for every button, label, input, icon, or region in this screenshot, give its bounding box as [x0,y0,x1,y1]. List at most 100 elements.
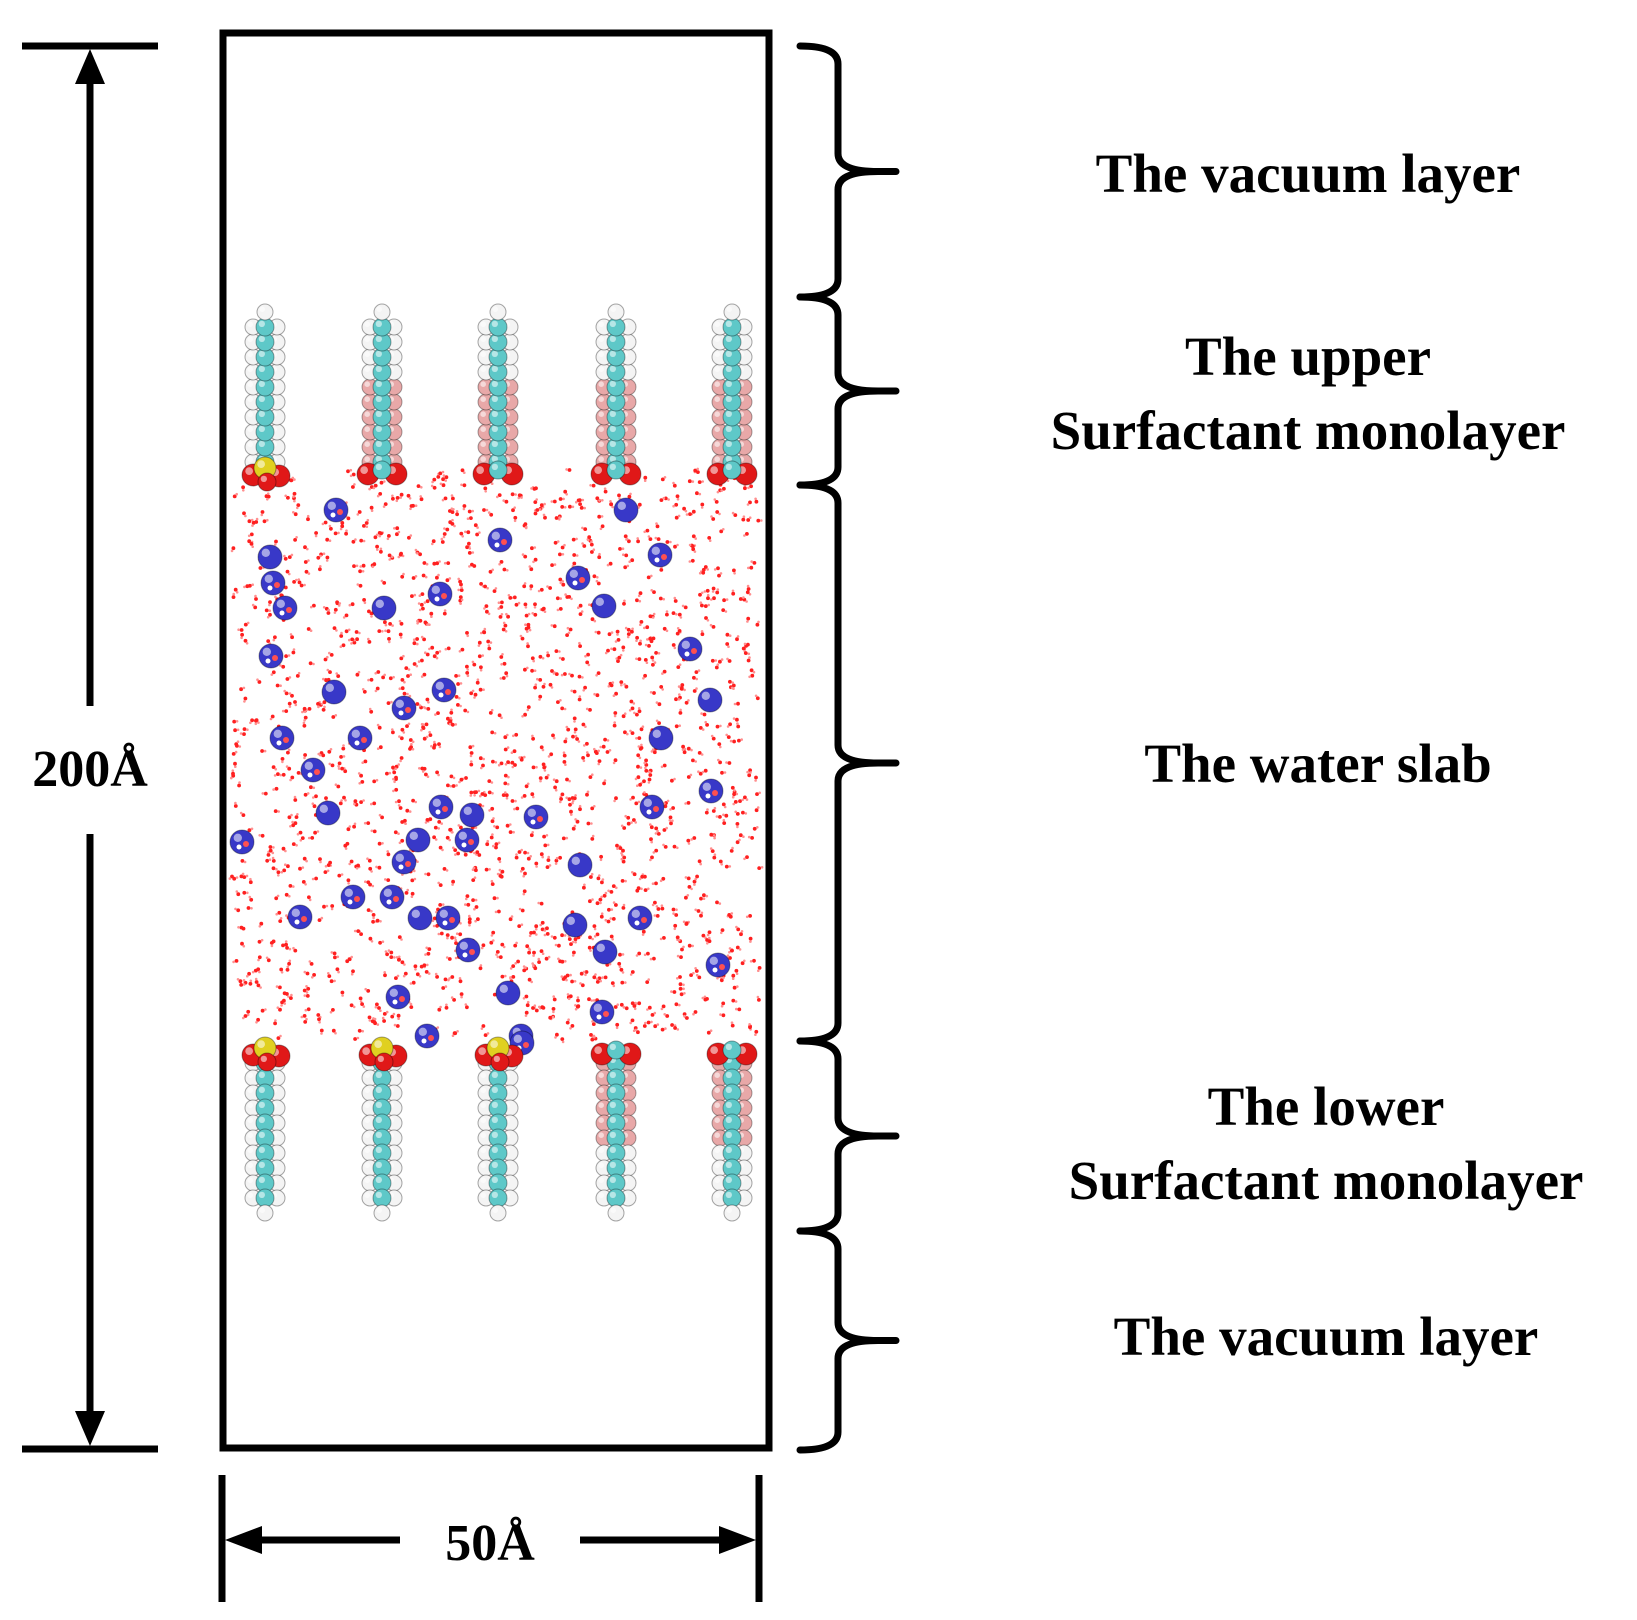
water-molecule [508,915,514,922]
water-molecule [394,799,401,804]
ion [347,725,373,751]
water-molecule [748,936,753,943]
tail-atom [488,1188,508,1208]
water-molecule [399,654,405,661]
water-molecule [492,896,499,901]
water-molecule [663,1013,670,1018]
water-molecule [323,655,329,662]
water-molecule [544,773,550,780]
water-molecule [448,827,454,834]
tail-atom [489,1204,507,1222]
water-molecule [504,671,509,678]
water-molecule [703,603,710,608]
water-molecule [432,654,439,660]
water-molecule [248,979,253,986]
water-molecule [450,996,456,1002]
water-molecule [599,524,605,531]
water-molecule [490,730,497,735]
water-molecule [571,537,578,542]
water-molecule [435,560,441,566]
water-molecule [446,783,453,788]
water-molecule [593,932,600,938]
water-molecule [568,801,574,807]
water-molecule [710,596,716,601]
water-molecule [735,838,741,845]
water-molecule [526,625,532,632]
height-label: 200Å [32,741,148,798]
water-molecule [588,773,594,779]
ion [323,497,349,523]
water-molecule [451,784,458,788]
water-molecule [513,941,518,948]
water-molecule [402,971,408,978]
water-molecule [597,514,604,519]
water-molecule [715,510,721,516]
water-molecule [368,866,373,873]
water-molecule [543,926,549,932]
water-molecule [500,661,507,666]
water-molecule [478,687,485,692]
water-molecule [634,1028,640,1035]
water-molecule [283,554,288,561]
water-molecule [348,602,355,607]
water-molecule [400,960,406,966]
water-molecule [335,672,341,678]
water-molecule [437,742,442,749]
tail-atom [372,1188,392,1208]
water-molecule [496,872,503,878]
water-molecule [424,872,431,877]
water-molecule [639,725,645,732]
water-molecule [743,642,750,647]
water-molecule [479,792,485,798]
water-molecule [326,608,331,615]
water-molecule [330,951,337,956]
water-molecule [637,591,643,598]
ion [639,794,665,820]
ion [592,939,618,965]
water-molecule [674,697,681,702]
water-molecule [398,686,405,691]
water-molecule [720,486,726,493]
water-molecule [514,959,520,965]
tail-atom [488,422,508,442]
water-molecule [634,775,641,781]
tail-atom [488,1173,508,1193]
water-molecule [322,904,329,909]
water-molecule [513,806,520,811]
water-molecule [713,566,720,571]
water-molecule [503,773,510,779]
water-molecule [428,730,433,737]
water-molecule [747,835,754,840]
ion [627,905,653,931]
water-molecule [554,649,561,653]
water-molecule [522,871,527,878]
water-molecule [488,806,495,812]
water-molecule [670,1023,677,1027]
water-molecule [576,996,580,1003]
water-molecule [355,863,360,870]
water-molecule [473,850,480,855]
water-molecule [542,513,547,520]
water-molecule [275,910,282,916]
water-molecule [676,975,682,980]
water-molecule [271,856,276,863]
water-molecule [650,750,657,755]
water-molecule [538,776,543,783]
water-molecule [425,697,430,704]
water-molecule [706,939,712,945]
water-molecule [646,574,653,580]
water-molecule [676,954,683,959]
water-molecule [560,959,567,964]
water-molecule [683,1014,689,1020]
water-molecule [649,823,654,830]
water-molecule [404,666,411,671]
water-molecule [550,563,557,567]
water-molecule [682,506,688,513]
water-molecule [711,586,716,593]
tail-atom [722,1188,742,1208]
water-molecule [701,768,708,774]
water-molecule [450,722,458,727]
water-molecule [449,774,456,780]
water-molecule [624,814,631,820]
water-molecule [449,708,454,715]
